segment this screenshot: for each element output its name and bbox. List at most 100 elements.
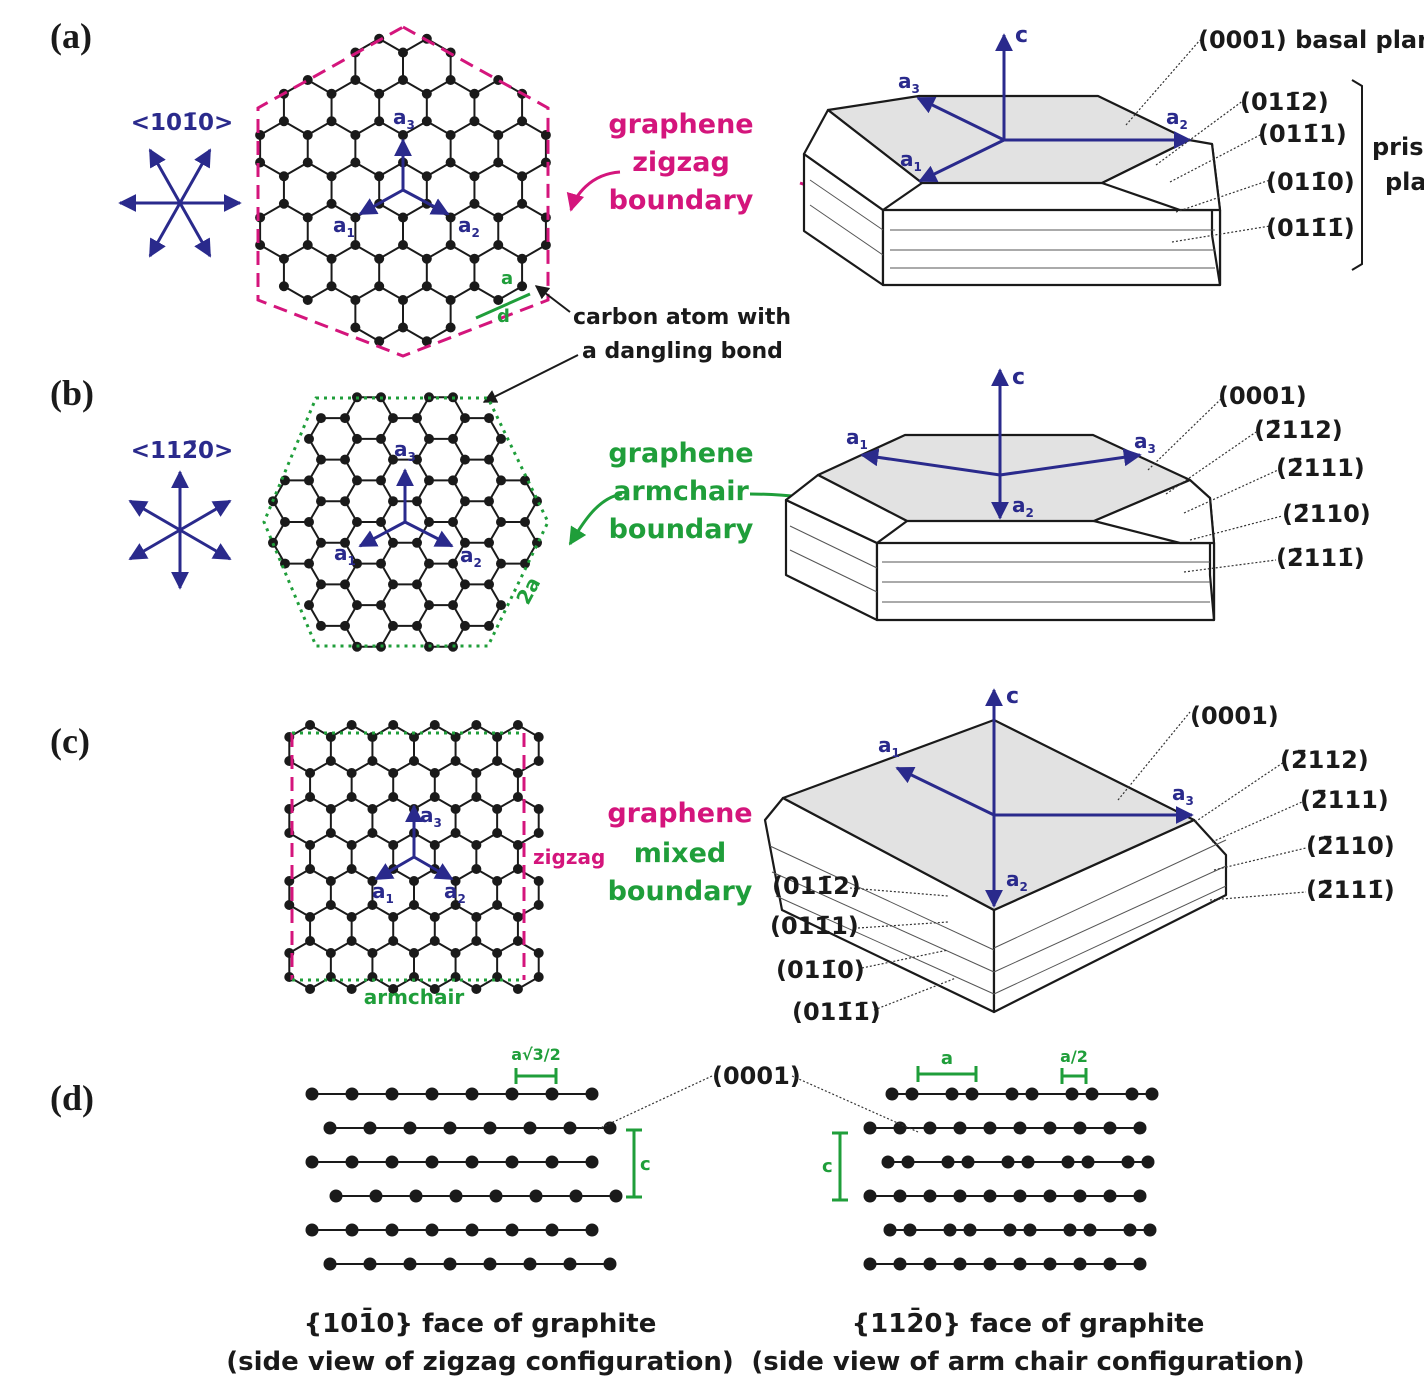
mixed-boundary-label: graphene mixed boundary — [607, 798, 752, 907]
carbon-atom — [469, 88, 480, 99]
lattice-zigzag — [255, 33, 551, 347]
carbon-atom — [492, 804, 503, 814]
carbon-atom — [923, 1257, 937, 1271]
carbon-atom — [533, 828, 544, 838]
svg-text:(2̄110): (2̄110) — [1282, 500, 1371, 528]
carbon-atom — [1133, 1257, 1147, 1271]
carbon-atom — [1013, 1257, 1027, 1271]
svg-text:(2̄112): (2̄112) — [1280, 746, 1369, 774]
side-view-captions: {101̄0} face of graphite (side view of z… — [226, 1306, 1304, 1377]
carbon-atom — [863, 1257, 877, 1271]
crystal-c-strata — [769, 839, 1227, 995]
carbon-atom — [350, 75, 361, 85]
carbon-atom — [445, 322, 456, 333]
carbon-atom — [278, 116, 289, 127]
svg-text:{101̄0} face of graphite: {101̄0} face of graphite — [304, 1306, 657, 1339]
carbon-atom — [1023, 1223, 1037, 1237]
carbon-atom — [469, 281, 480, 292]
carbon-atom — [1141, 1155, 1155, 1169]
carbon-atom — [424, 433, 434, 444]
panel-label-b: (b) — [50, 373, 94, 413]
lattice-armchair — [268, 392, 542, 652]
carbon-atom — [493, 295, 504, 305]
carbon-atom — [388, 579, 398, 590]
carbon-atom — [443, 1257, 457, 1271]
carbon-atom — [609, 1189, 623, 1203]
carbon-atom — [369, 1189, 383, 1203]
plane-labels-c-right: (0001) (2̄112) (2̄111) (2̄110) (2̄111̄) — [1190, 702, 1395, 904]
armchair-edge-label: armchair — [364, 985, 465, 1009]
carbon-atom — [388, 454, 398, 465]
carbon-atom — [484, 537, 494, 548]
svg-text:(2̄111̄): (2̄111̄) — [1276, 544, 1365, 572]
carbon-atom — [350, 295, 361, 305]
plane-labels-b: (0001) (2̄112) (2̄111) (2̄110) (2̄111̄) — [1218, 382, 1371, 572]
carbon-atom — [376, 558, 386, 569]
carbon-atom — [388, 792, 399, 802]
carbon-atom — [563, 1121, 577, 1135]
carbon-atom — [323, 1121, 337, 1135]
c-axis-label-b: c — [1012, 365, 1025, 390]
carbon-atom — [268, 537, 278, 548]
carbon-atom — [923, 1189, 937, 1203]
carbon-atom — [429, 792, 440, 802]
carbon-atom — [374, 336, 385, 347]
carbon-atom — [1061, 1155, 1075, 1169]
carbon-atom — [403, 1121, 417, 1135]
carbon-atom — [367, 900, 378, 910]
svg-text:(011̄1): (011̄1) — [1258, 120, 1347, 148]
carbon-atom — [346, 864, 357, 874]
carbon-atom — [412, 454, 422, 465]
carbon-atom — [388, 768, 399, 778]
svg-text:a dangling bond: a dangling bond — [582, 339, 783, 364]
svg-text:(2̄110): (2̄110) — [1306, 832, 1395, 860]
basis-vectors-crystal-b — [860, 368, 1142, 520]
carbon-atom — [471, 792, 482, 802]
carbon-atom — [350, 157, 361, 168]
carbon-atom — [512, 936, 523, 946]
carbon-atom — [352, 558, 362, 569]
carbon-atom — [492, 876, 503, 886]
carbon-atom — [388, 537, 398, 548]
carbon-atom — [445, 130, 456, 140]
carbon-atom — [493, 130, 504, 140]
a3-label-c: a3 — [420, 803, 442, 830]
carbon-atom — [484, 496, 494, 507]
dangling-arrow-b — [482, 354, 579, 403]
carbon-atom — [493, 240, 504, 250]
svg-text:(011̄1): (011̄1) — [770, 912, 859, 940]
svg-text:(011̄2): (011̄2) — [772, 872, 861, 900]
panel-label-c: (c) — [50, 721, 90, 761]
carbon-atom — [421, 336, 432, 347]
carbon-atom — [450, 756, 461, 766]
carbon-atom — [316, 537, 326, 548]
a1-label-c: a1 — [372, 879, 394, 906]
a3-crystal-label-a: a3 — [898, 69, 920, 96]
carbon-atom — [445, 157, 456, 168]
carbon-atom — [278, 171, 289, 182]
carbon-atom — [961, 1155, 975, 1169]
carbon-atom — [460, 579, 470, 590]
svg-text:{112̄0} face of graphite: {112̄0} face of graphite — [852, 1306, 1205, 1339]
a-root3-over2-label: a√3/2 — [511, 1045, 561, 1064]
carbon-atom — [398, 322, 408, 333]
carbon-atom — [471, 864, 482, 874]
a2-crystal-label-c: a2 — [1006, 867, 1028, 894]
svg-text:boundary: boundary — [608, 876, 753, 907]
carbon-atom — [983, 1189, 997, 1203]
carbon-atom — [471, 984, 482, 994]
carbon-atom — [425, 1223, 439, 1237]
carbon-atom — [326, 198, 337, 209]
carbon-atom — [450, 948, 461, 958]
edge-2a-label: 2a — [511, 573, 545, 608]
svg-text:graphene: graphene — [607, 798, 752, 829]
carbon-atom — [374, 253, 385, 264]
basis-vectors-c — [374, 804, 454, 881]
carbon-atom — [325, 804, 336, 814]
carbon-atom — [496, 475, 506, 486]
carbon-atom — [983, 1121, 997, 1135]
carbon-atom — [346, 720, 357, 730]
carbon-atom — [425, 1087, 439, 1101]
armchair-arrow-left — [568, 492, 623, 546]
direction-star-a — [118, 148, 242, 258]
